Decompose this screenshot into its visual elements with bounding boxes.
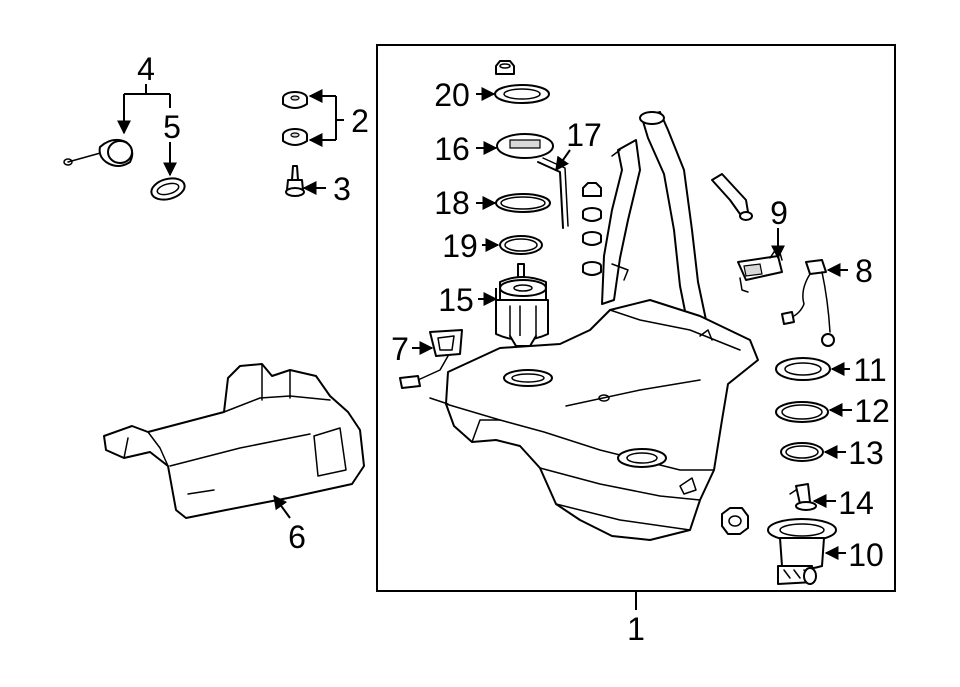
part-9-vapor-valve[interactable] (711, 173, 783, 293)
callout-17: 17 (566, 117, 602, 153)
callout-6: 6 (288, 519, 306, 555)
part-1-fuel-tank[interactable] (429, 299, 759, 541)
callout-7: 7 (391, 331, 409, 367)
callout-labels: 4 5 2 3 6 20 16 18 19 17 15 7 9 8 11 12 … (137, 51, 890, 647)
leader-6 (273, 494, 291, 519)
callout-18: 18 (434, 185, 470, 221)
part-6-heat-shield[interactable] (103, 363, 365, 519)
callout-10: 10 (848, 537, 884, 573)
callout-11: 11 (853, 352, 886, 388)
part-17-vent-tube[interactable] (537, 157, 569, 229)
callout-15: 15 (438, 282, 474, 318)
leader-4-5 (117, 84, 177, 177)
leaders-right-column (812, 362, 852, 560)
callout-16: 16 (434, 131, 470, 167)
leader-2-3 (302, 89, 344, 195)
part-10-pump-module[interactable] (767, 518, 837, 585)
part-5-cap-seal[interactable] (149, 175, 187, 203)
callout-4: 4 (137, 51, 155, 87)
leaders-20-16-18-19 (476, 87, 500, 252)
part-20-nut[interactable] (495, 60, 515, 75)
callout-9: 9 (770, 195, 788, 231)
leader-17 (555, 149, 571, 172)
tank-drain-plug[interactable] (721, 507, 749, 535)
callout-19: 19 (442, 228, 478, 264)
callout-5: 5 (163, 109, 181, 145)
part-4-fuel-cap[interactable] (63, 138, 134, 167)
callout-1: 1 (627, 611, 645, 647)
part-15-fuel-pump[interactable] (495, 263, 549, 347)
part-12-seal[interactable] (775, 401, 829, 423)
callout-14: 14 (838, 485, 874, 521)
part-20-ring[interactable] (494, 84, 550, 104)
part-13-seal[interactable] (780, 442, 824, 462)
part-14-fitting[interactable] (789, 483, 817, 511)
part-19-seal[interactable] (499, 235, 543, 255)
callout-12: 12 (854, 393, 890, 429)
part-11-lock-ring[interactable] (775, 357, 831, 381)
filler-neck[interactable] (601, 111, 707, 327)
part-16-lock-ring[interactable] (496, 133, 554, 159)
callout-8: 8 (855, 253, 873, 289)
part-3-bolt[interactable] (285, 165, 305, 197)
leader-15 (478, 288, 498, 310)
callout-3: 3 (333, 171, 351, 207)
part-18-seal[interactable] (495, 193, 551, 213)
part-8-sensor-wire[interactable] (781, 259, 835, 347)
callout-2: 2 (351, 103, 369, 139)
part-7-level-sender[interactable] (399, 329, 463, 389)
callout-13: 13 (848, 435, 884, 471)
part-2-grommets[interactable] (282, 91, 308, 146)
center-hardware-stack[interactable] (582, 182, 602, 276)
callout-20: 20 (434, 77, 470, 113)
